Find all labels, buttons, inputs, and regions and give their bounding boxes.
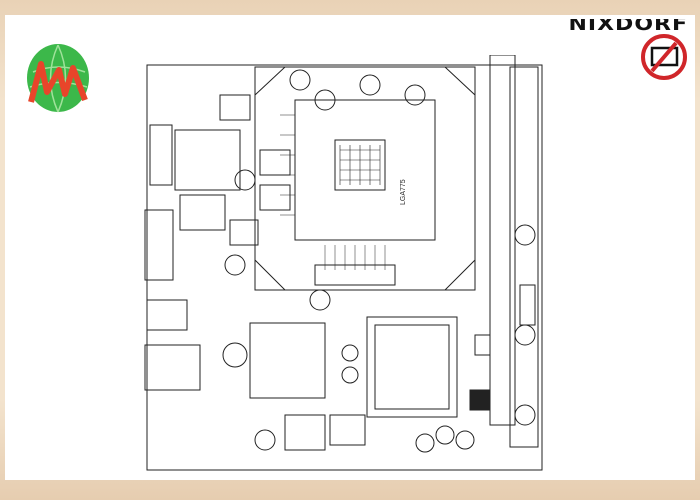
- brand-name: NIXDORF: [568, 13, 688, 36]
- image-panel: [5, 15, 695, 480]
- socket-label: LGA775: [400, 179, 407, 205]
- no-laptop-icon: [641, 34, 687, 80]
- sm-logo: [27, 44, 89, 113]
- motherboard-schematic: LGA775: [144, 55, 543, 471]
